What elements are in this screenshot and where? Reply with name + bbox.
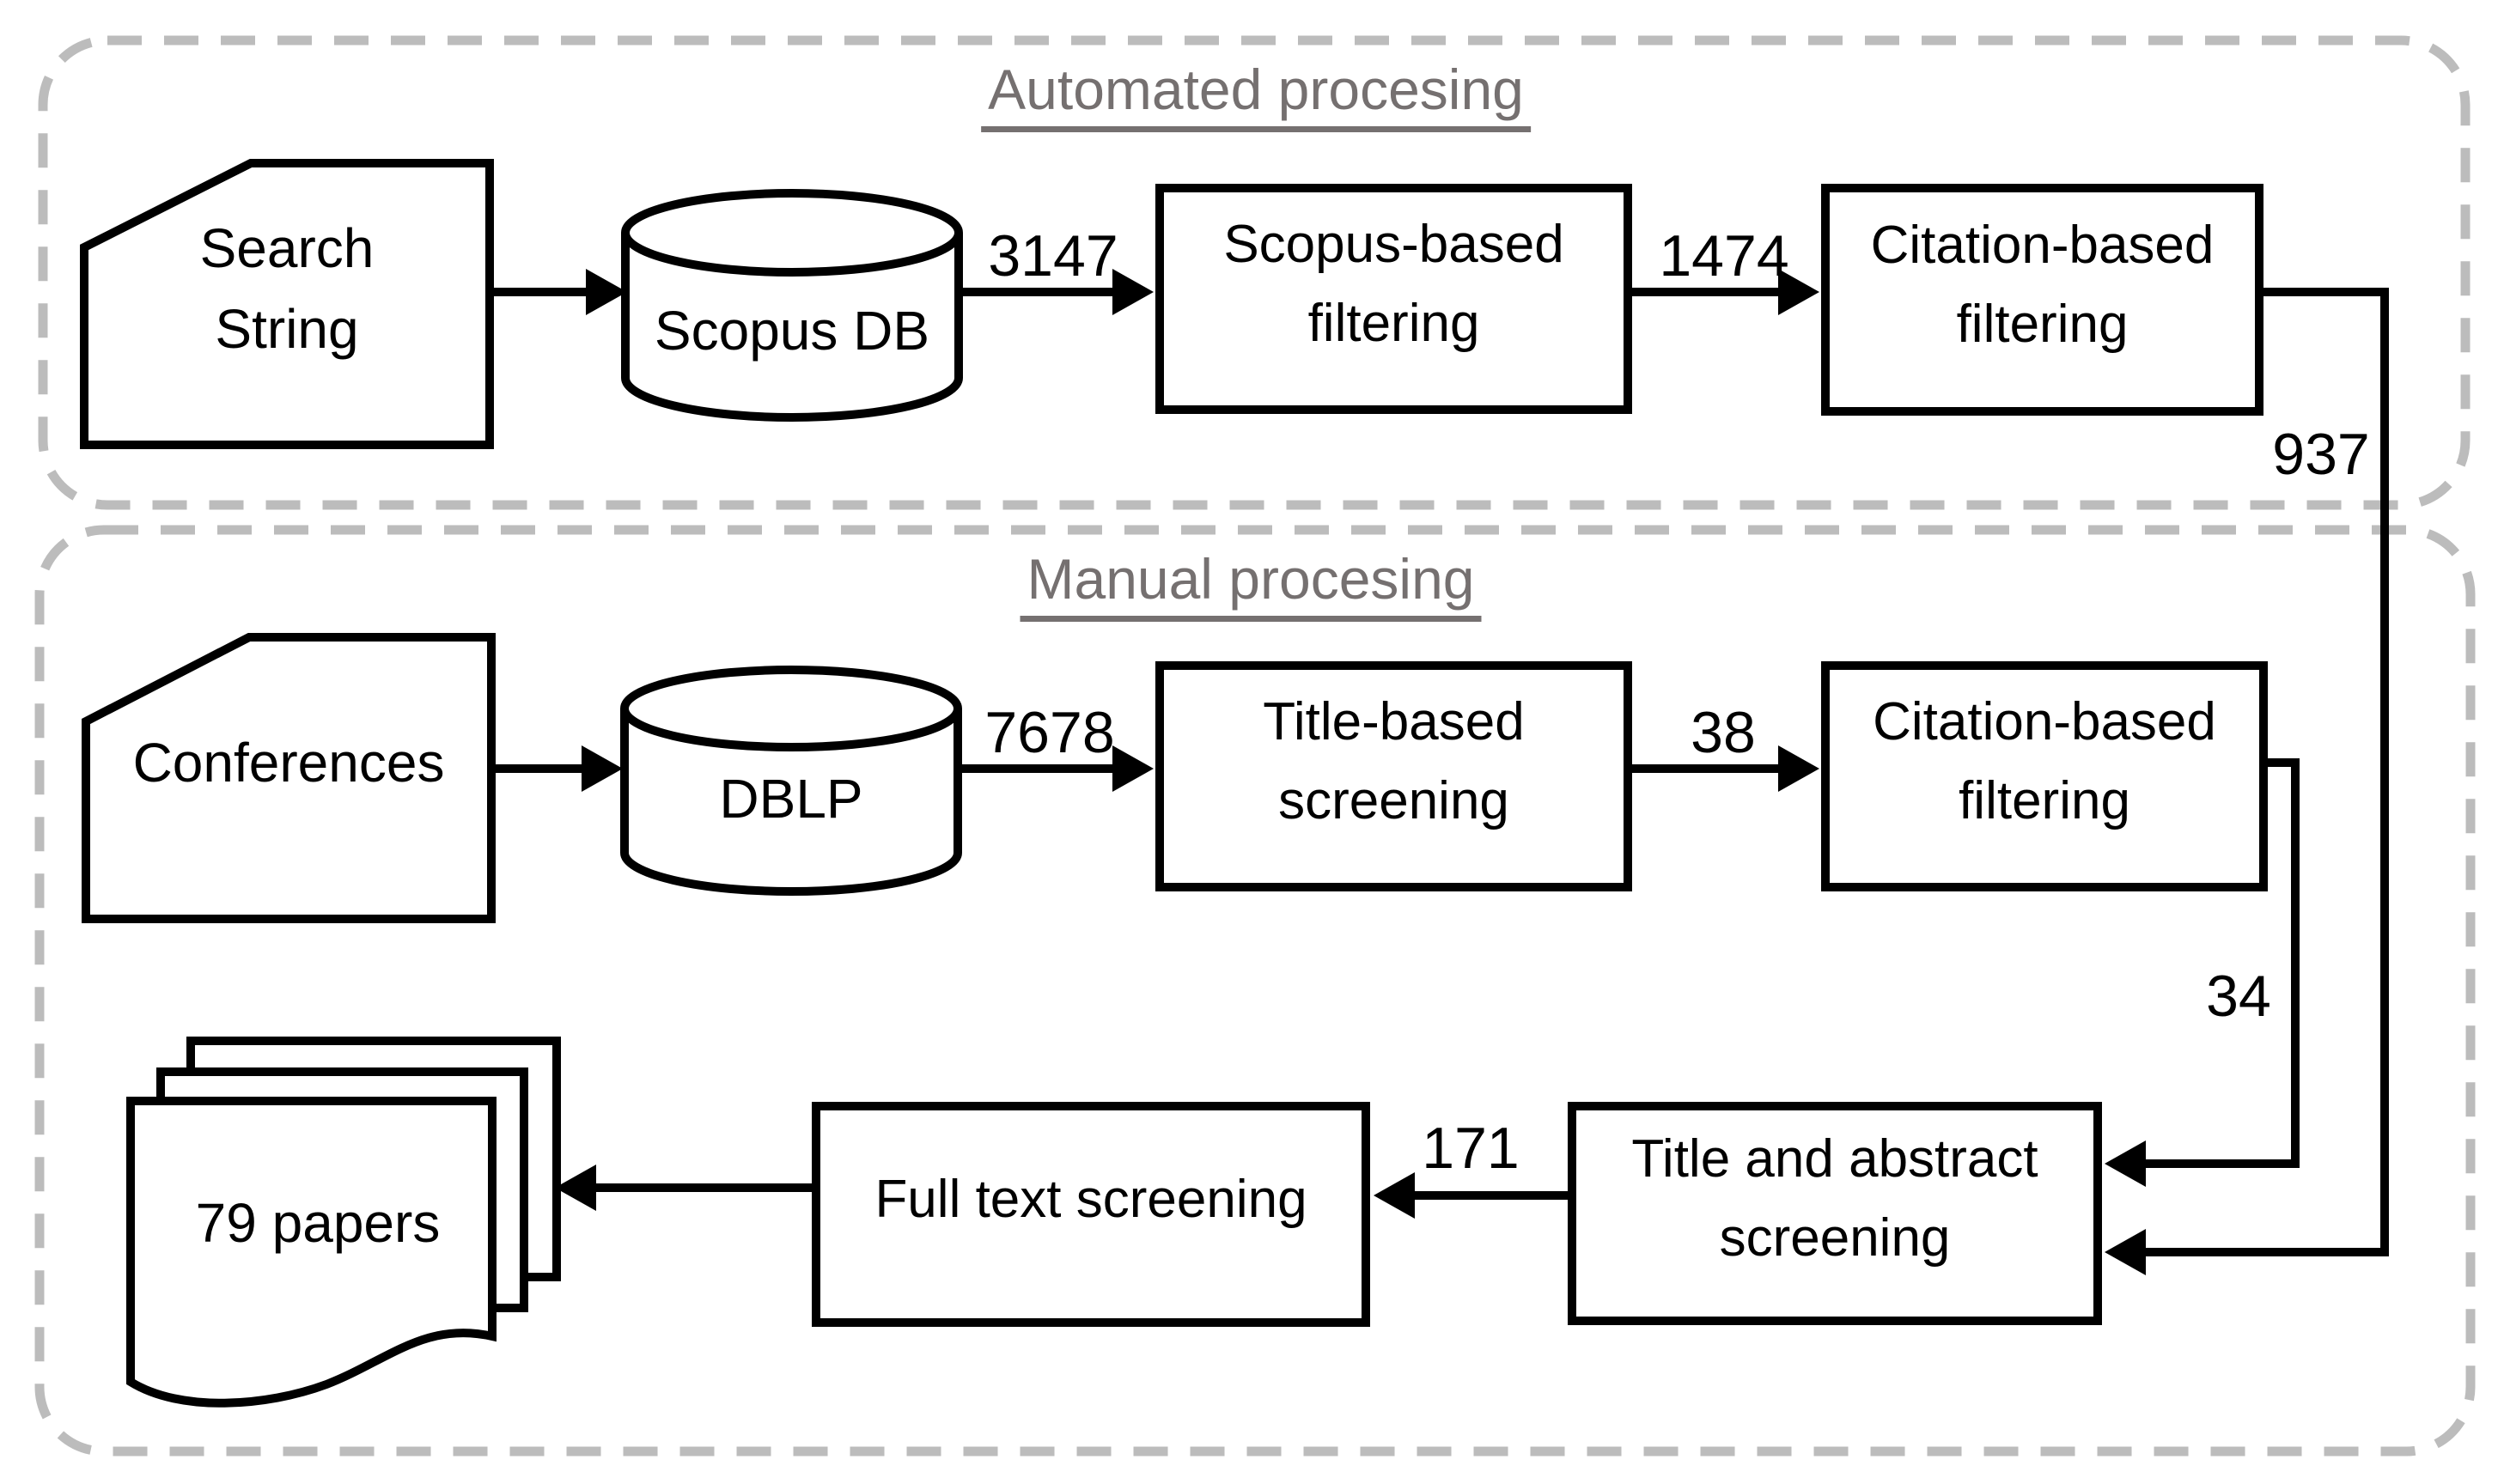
arrowhead-into-full-text [1374,1172,1415,1219]
scopus-db-label: Scopus DB [654,300,930,362]
full-text-screening-box: Full text screening [812,1102,1370,1327]
count-scopus-db-output: 3147 [988,223,1118,289]
scopus-db-cylinder-body [621,233,963,422]
arrowhead-into-title-abstract-upper [2105,1140,2146,1187]
scopus-db-cylinder-top [621,189,963,277]
arrowhead-into-scopus-filtering [1112,269,1154,315]
automated-section-title: Automated procesing [981,58,1531,132]
citation-filtering-auto-line1: Citation-based [1870,216,2215,275]
count-citation-auto-output: 937 [2272,422,2370,487]
manual-section-title: Manual procesing [1020,548,1482,622]
search-string-label-line1: Search [199,217,375,279]
arrowhead-into-title-screening [1112,745,1154,792]
count-citation-manual-output: 34 [2206,964,2271,1029]
manual-section-border [34,525,2476,1457]
title-abstract-line1: Title and abstract [1631,1129,2038,1189]
search-string-document-shape [80,159,494,449]
count-dblp-output: 7678 [984,700,1115,765]
arrowhead-into-papers [555,1165,596,1211]
citation-filtering-auto-line2: filtering [1956,295,2129,354]
citation-filtering-manual-line2: filtering [1959,771,2130,830]
automated-section-border [38,35,2471,510]
scopus-filtering-box: Scopus-based filtering [1155,184,1632,414]
title-abstract-screening-box: Title and abstract screening [1568,1102,2102,1325]
dblp-cylinder-top [620,666,962,751]
search-string-label-line2: String [215,298,359,360]
papers-front-page [126,1097,497,1408]
arrowhead-into-title-abstract-lower [2105,1229,2146,1275]
title-screening-line1: Title-based [1263,692,1525,751]
full-text-label: Full text screening [874,1170,1307,1229]
arrowhead-into-citation-manual [1778,745,1819,792]
title-screening-line2: screening [1278,771,1509,830]
count-title-abstract-output: 171 [1422,1116,1520,1181]
arrowhead-into-dblp [582,745,623,792]
search-string-label: Search String [200,208,375,369]
count-title-screening-output: 38 [1691,700,1756,765]
citation-filtering-manual-box: Citation-based filtering [1821,661,2268,891]
scopus-filtering-line2: filtering [1307,294,1480,353]
dblp-label: DBLP [719,768,863,830]
arrowhead-into-scopus-db [586,269,627,315]
scopus-filtering-line1: Scopus-based [1223,215,1564,274]
count-scopus-filtering-output: 1474 [1659,223,1789,289]
conferences-document-shape [82,633,496,923]
papers-label: 79 papers [195,1192,441,1254]
citation-filtering-auto-box: Citation-based filtering [1821,184,2263,416]
edge-citation-auto-to-title-abstract [2146,288,2389,1256]
arrowhead-into-citation-auto [1778,269,1819,315]
title-abstract-line2: screening [1719,1208,1951,1268]
conferences-label: Conferences [132,732,445,794]
edge-citation-manual-to-title-abstract [2146,758,2300,1168]
dblp-cylinder-body [620,709,962,896]
citation-filtering-manual-line1: Citation-based [1873,692,2216,751]
title-screening-box: Title-based screening [1155,661,1632,891]
